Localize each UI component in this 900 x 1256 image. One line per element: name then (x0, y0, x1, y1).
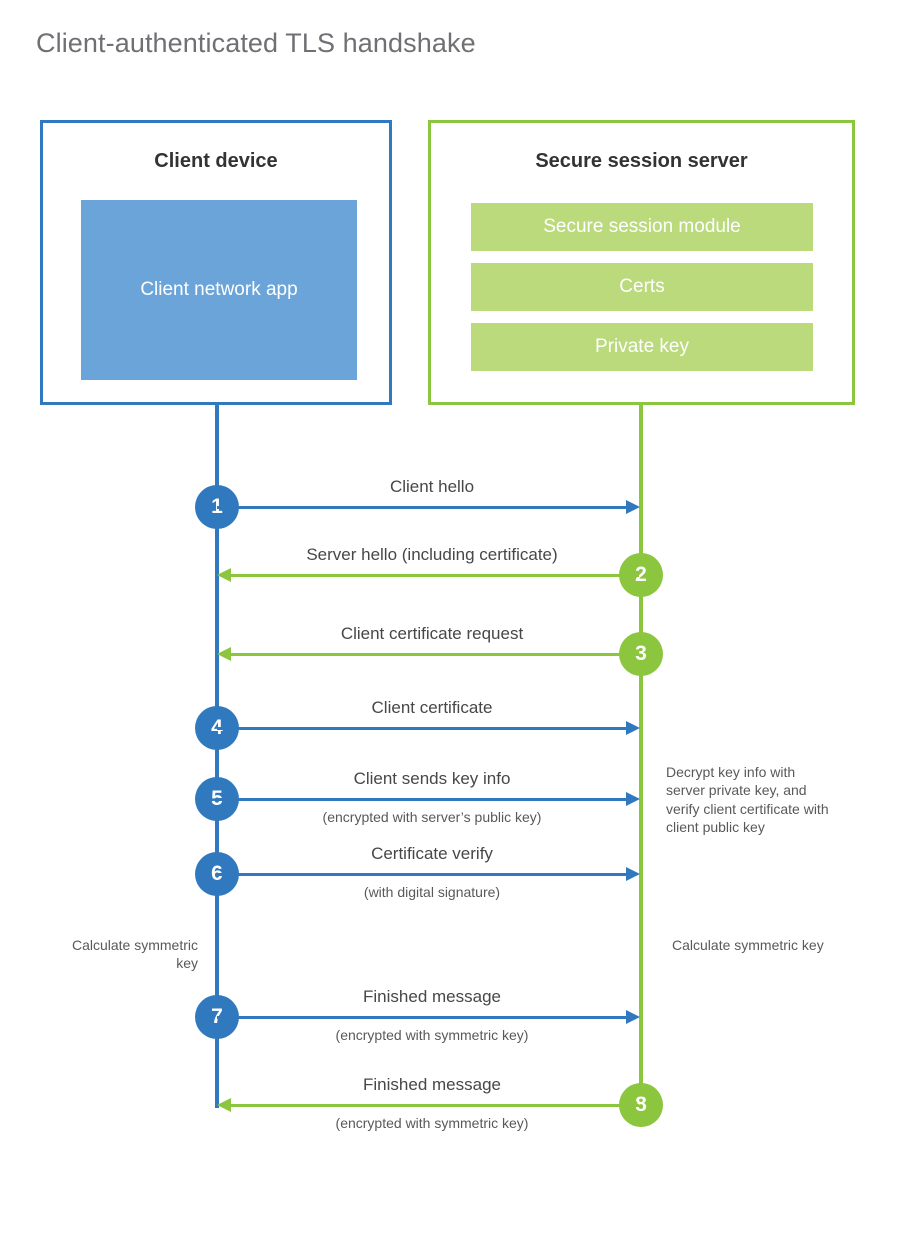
page-title: Client-authenticated TLS handshake (36, 28, 476, 58)
server-block-secure-session-module: Secure session module (471, 203, 813, 251)
client-device-box: Client device Client network app (40, 120, 392, 405)
arrow-head-right-icon (626, 792, 640, 806)
server-lifeline (639, 403, 643, 1106)
message-arrow-line-5 (217, 798, 633, 801)
client-device-title: Client device (154, 150, 278, 172)
arrow-head-left-icon (217, 568, 231, 582)
server-decrypt-annotation: Decrypt key info with server private key… (666, 764, 829, 836)
message-sublabel-6: (with digital signature) (363, 884, 501, 900)
server-block-private-key: Private key (471, 323, 813, 371)
client-lifeline (215, 403, 219, 1108)
message-label-3: Client certificate request (340, 624, 524, 643)
step-number-8: 8 (619, 1083, 663, 1127)
server-calculate-symmetric-key-annotation: Calculate symmetric key (672, 937, 824, 953)
message-label-2: Server hello (including certificate) (306, 545, 558, 564)
secure-session-server-box: Secure session server Secure session mod… (428, 120, 855, 405)
message-arrow-line-1 (217, 506, 633, 509)
message-arrow-line-6 (217, 873, 633, 876)
message-label-1: Client hello (389, 477, 475, 496)
message-sublabel-8: (encrypted with symmetric key) (335, 1115, 529, 1131)
message-label-5: Client sends key info (353, 769, 511, 788)
message-label-8: Finished message (363, 1075, 501, 1094)
secure-session-server-title: Secure session server (535, 150, 748, 172)
message-label-6: Certificate verify (371, 844, 493, 863)
message-sublabel-5: (encrypted with server’s public key) (322, 809, 542, 825)
arrow-head-left-icon (217, 647, 231, 661)
message-arrow-line-4 (217, 727, 633, 730)
message-arrow-line-7 (217, 1016, 633, 1019)
server-block-certs: Certs (471, 263, 813, 311)
message-arrow-line-3 (223, 653, 639, 656)
arrow-head-right-icon (626, 867, 640, 881)
arrow-head-right-icon (626, 721, 640, 735)
step-number-2: 2 (619, 553, 663, 597)
arrow-head-left-icon (217, 1098, 231, 1112)
arrow-head-right-icon (626, 1010, 640, 1024)
arrow-head-right-icon (626, 500, 640, 514)
message-arrow-line-8 (223, 1104, 639, 1107)
client-calculate-symmetric-key-annotation: Calculate symmetric key (71, 937, 198, 972)
message-label-7: Finished message (363, 987, 501, 1006)
message-label-4: Client certificate (371, 698, 493, 717)
message-sublabel-7: (encrypted with symmetric key) (335, 1027, 529, 1043)
message-arrow-line-2 (223, 574, 639, 577)
client-network-app-block: Client network app (81, 200, 357, 380)
